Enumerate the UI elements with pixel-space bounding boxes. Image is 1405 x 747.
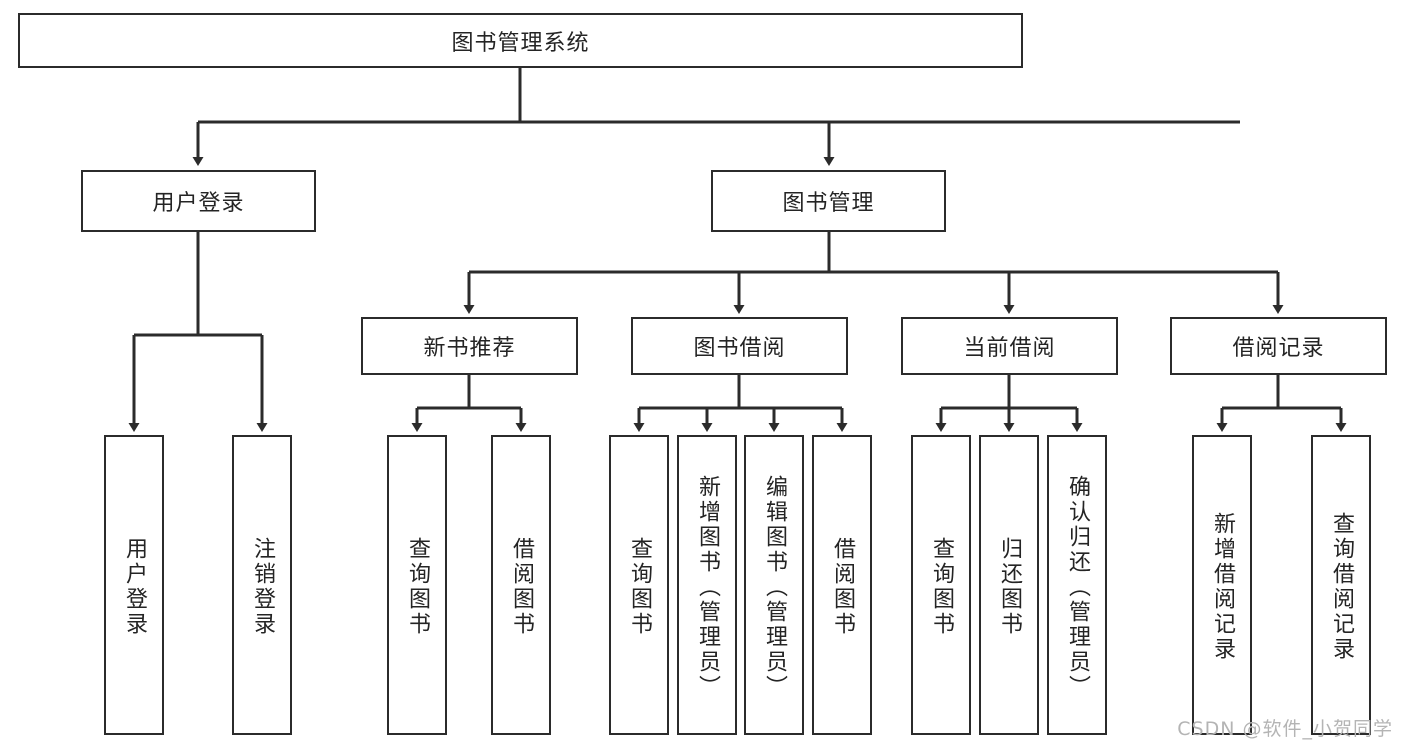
- node-label: 编辑图书（管理员）: [762, 474, 787, 700]
- leaf-book-borrow-query-book[interactable]: 查询图书: [609, 435, 669, 735]
- leaf-new-book-borrow-book[interactable]: 借阅图书: [491, 435, 551, 735]
- node-label: 图书管理系统: [451, 30, 590, 56]
- leaf-book-borrow-add-book-admin[interactable]: 新增图书（管理员）: [677, 435, 737, 735]
- node-label: 新增借阅记录: [1210, 512, 1235, 662]
- node-label: 当前借阅: [963, 336, 1056, 361]
- node-label: 图书管理: [782, 191, 875, 216]
- leaf-user-login-login[interactable]: 用户登录: [104, 435, 164, 735]
- node-label: 查询图书: [929, 537, 954, 637]
- leaf-current-borrow-return-book[interactable]: 归还图书: [979, 435, 1039, 735]
- leaf-current-borrow-confirm-return-admin[interactable]: 确认归还（管理员）: [1047, 435, 1107, 735]
- node-label: 图书借阅: [693, 336, 786, 361]
- leaf-current-borrow-query-book[interactable]: 查询图书: [911, 435, 971, 735]
- node-new-book-recommend[interactable]: 新书推荐: [361, 317, 578, 375]
- node-label: 借阅图书: [830, 537, 855, 637]
- node-label: 借阅记录: [1232, 336, 1325, 361]
- node-label: 确认归还（管理员）: [1065, 474, 1090, 700]
- leaf-new-book-query-book[interactable]: 查询图书: [387, 435, 447, 735]
- node-user-login[interactable]: 用户登录: [81, 170, 316, 232]
- node-label: 查询借阅记录: [1329, 512, 1354, 662]
- leaf-user-login-logout[interactable]: 注销登录: [232, 435, 292, 735]
- node-label: 用户登录: [122, 537, 147, 637]
- node-book-management[interactable]: 图书管理: [711, 170, 946, 232]
- leaf-book-borrow-borrow-book[interactable]: 借阅图书: [812, 435, 872, 735]
- node-book-borrow[interactable]: 图书借阅: [631, 317, 848, 375]
- node-label: 新增图书（管理员）: [695, 474, 720, 700]
- leaf-borrow-record-query-record[interactable]: 查询借阅记录: [1311, 435, 1371, 735]
- node-root-book-management-system[interactable]: 图书管理系统: [18, 13, 1023, 68]
- node-current-borrow[interactable]: 当前借阅: [901, 317, 1118, 375]
- node-label: 查询图书: [627, 537, 652, 637]
- node-label: 归还图书: [997, 537, 1022, 637]
- leaf-borrow-record-add-record[interactable]: 新增借阅记录: [1192, 435, 1252, 735]
- node-label: 借阅图书: [509, 537, 534, 637]
- node-label: 新书推荐: [423, 336, 516, 361]
- node-label: 查询图书: [405, 537, 430, 637]
- leaf-book-borrow-edit-book-admin[interactable]: 编辑图书（管理员）: [744, 435, 804, 735]
- node-borrow-record[interactable]: 借阅记录: [1170, 317, 1387, 375]
- node-label: 注销登录: [250, 537, 275, 637]
- node-label: 用户登录: [152, 191, 245, 216]
